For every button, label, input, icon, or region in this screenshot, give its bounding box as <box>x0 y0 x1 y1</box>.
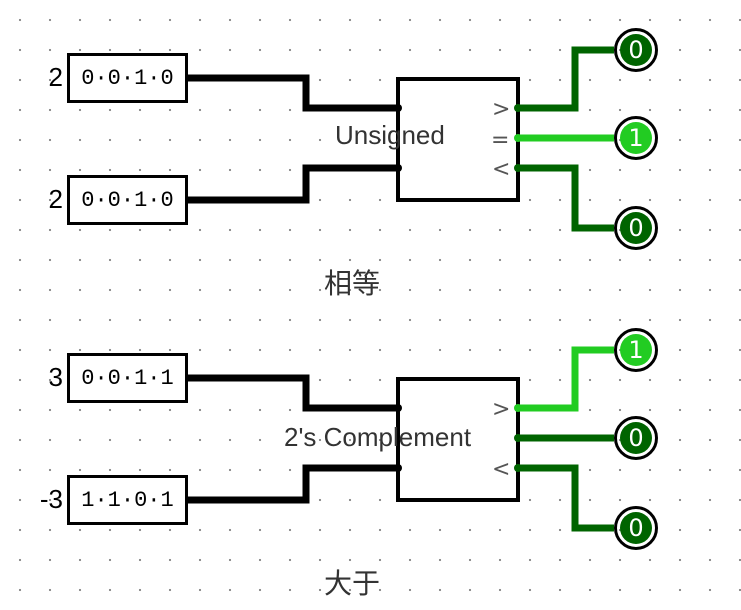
wire-c1-input-b <box>186 164 398 204</box>
wire-c1-input-a <box>186 74 398 112</box>
port-dot <box>514 434 522 442</box>
output-led-c1-eq: 1 <box>614 116 658 160</box>
wire-c2-input-b <box>186 464 398 504</box>
port-dot <box>514 404 522 412</box>
port-gt-symbol: > <box>492 397 511 422</box>
wire-c1-out-gt <box>518 46 614 112</box>
wire-c2-input-a <box>186 374 398 412</box>
port-gt-symbol: > <box>492 97 511 122</box>
wire-c1-out-lt <box>518 164 614 232</box>
port-lt-symbol: < <box>492 457 511 482</box>
input-value-c2-a: 3 <box>48 362 63 392</box>
input-value-c1-a: 2 <box>48 62 63 92</box>
output-led-c1-gt: 0 <box>614 28 658 72</box>
output-led-c2-lt: 0 <box>614 506 658 550</box>
port-dot <box>514 104 522 112</box>
port-dot <box>514 164 522 172</box>
note-c1: 相等 <box>324 267 381 300</box>
output-led-c2-eq: 0 <box>614 416 658 460</box>
port-dot <box>394 464 402 472</box>
wire-c2-out-lt <box>518 464 614 532</box>
output-led-c1-lt: 0 <box>614 206 658 250</box>
input-value-c2-b: -3 <box>39 484 63 514</box>
input-pin-c2-a[interactable]: 0·0·1·1 <box>67 353 188 403</box>
input-pin-c1-b[interactable]: 0·0·1·0 <box>67 175 188 225</box>
input-pin-c2-b[interactable]: 1·1·0·1 <box>67 475 188 525</box>
port-dot <box>394 404 402 412</box>
output-led-c2-gt: 1 <box>614 328 658 372</box>
port-dot <box>394 164 402 172</box>
comparator-c1-label: Unsigned <box>335 120 445 150</box>
input-value-c1-b: 2 <box>48 184 63 214</box>
port-dot <box>514 464 522 472</box>
note-c2: 大于 <box>324 567 381 600</box>
wire-c2-out-gt <box>518 346 614 412</box>
input-pin-c1-a[interactable]: 0·0·1·0 <box>67 53 188 103</box>
port-eq-symbol: = <box>491 128 510 153</box>
port-dot <box>394 104 402 112</box>
port-lt-symbol: < <box>492 157 511 182</box>
comparator-c2-label: 2's Complement <box>284 422 472 452</box>
port-dot <box>514 134 522 142</box>
